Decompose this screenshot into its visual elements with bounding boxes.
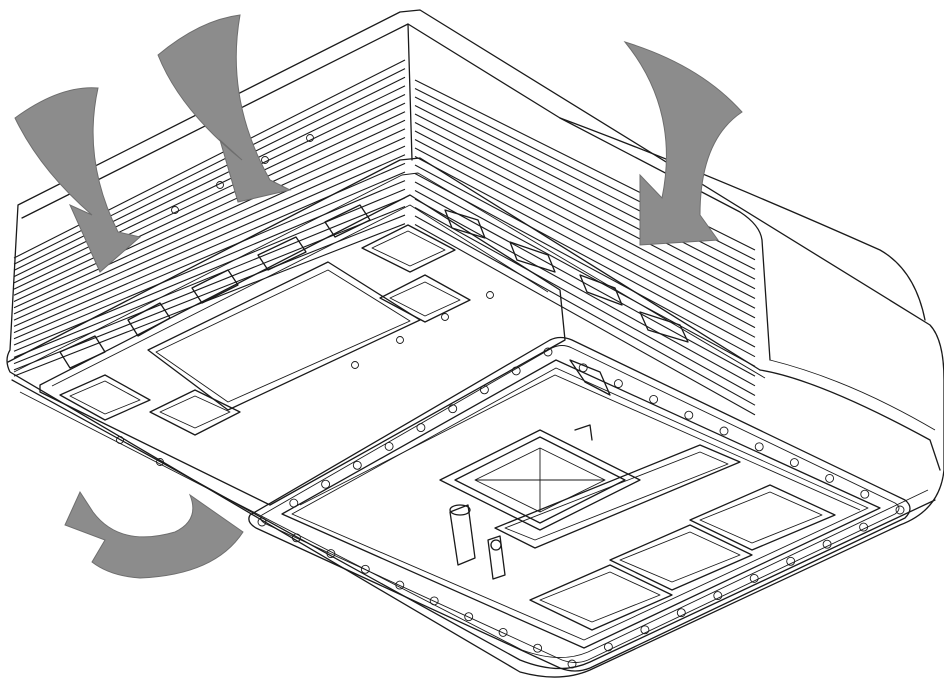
intake-arrow-right (623, 41, 743, 246)
bolt-hole (116, 436, 124, 444)
cooling-fin (414, 139, 756, 319)
cooling-fin (414, 122, 756, 299)
bolt-hole (719, 426, 729, 436)
bolt-hole (895, 505, 905, 515)
cooling-fin (414, 224, 756, 416)
channel-rails (494, 444, 836, 631)
bolt-hole (326, 549, 336, 559)
cooling-fin (13, 180, 406, 346)
cooling-fin (13, 162, 406, 334)
bolt-hole (257, 517, 267, 527)
bolt-hole (479, 385, 489, 395)
bolt-hole (567, 659, 577, 669)
bracket-slots (59, 204, 689, 369)
center-opening (439, 424, 641, 531)
bolt-hole (640, 625, 650, 635)
bolt-hole (441, 313, 449, 321)
bolt-hole (352, 460, 362, 470)
bolt-hole (291, 533, 301, 543)
cooling-fin (13, 171, 406, 340)
bolt-hole (396, 336, 404, 344)
bolt-hole (754, 442, 764, 452)
bolt-hole (448, 404, 458, 414)
bolt-hole (789, 458, 799, 468)
cooling-fin (414, 113, 756, 290)
bolt-hole (289, 498, 299, 508)
bolt-hole (713, 591, 723, 601)
bolt-hole (749, 573, 759, 583)
bolt-holes (116, 134, 905, 669)
bolt-hole (351, 361, 359, 369)
cooling-fin (13, 137, 406, 315)
bolt-hole (511, 366, 521, 376)
cooling-fin (414, 173, 756, 358)
cooling-fin (414, 130, 756, 309)
cooling-fin (414, 156, 756, 338)
cooling-fin (414, 181, 756, 367)
cooling-fin (13, 102, 406, 290)
cooling-fin (414, 105, 756, 280)
mounting-pads (59, 224, 471, 436)
cooling-fin (414, 198, 756, 387)
exhaust-arrow (64, 490, 244, 579)
bolt-hole (533, 643, 543, 653)
bolt-hole (676, 608, 686, 618)
bolt-hole (543, 347, 553, 357)
bolt-hole (603, 642, 613, 652)
intake-arrow-center (157, 14, 292, 203)
bolt-hole (486, 291, 494, 299)
cooling-fin (414, 164, 756, 348)
intake-arrow-left (14, 87, 142, 273)
bolt-hole (825, 473, 835, 483)
bolt-hole (384, 441, 394, 451)
cooling-fin (13, 154, 406, 327)
cooling-fin (13, 93, 406, 284)
bolt-hole (464, 612, 474, 622)
cooling-fin (13, 205, 406, 365)
bolt-hole (649, 394, 659, 404)
bolt-hole (822, 539, 832, 549)
bolt-hole (171, 206, 179, 214)
cooling-fin (13, 85, 406, 278)
cooling-fin (414, 207, 756, 396)
bolt-hole (786, 556, 796, 566)
cooling-fin (13, 76, 406, 271)
bolt-hole (498, 627, 508, 637)
bolt-hole (859, 522, 869, 532)
cooling-fin (13, 68, 406, 265)
bolt-hole (578, 363, 588, 373)
cooling-fin (13, 145, 406, 321)
cooling-fin (13, 197, 406, 358)
cooling-fin (13, 111, 406, 296)
cooling-fins-right (414, 79, 756, 416)
bolt-hole (613, 379, 623, 389)
cooling-fin (13, 119, 406, 303)
bolt-hole (416, 423, 426, 433)
bolt-hole (321, 479, 331, 489)
cooling-fin (414, 147, 756, 329)
gasket-frame (248, 336, 911, 672)
bolt-hole (306, 134, 314, 142)
bolt-hole (395, 580, 405, 590)
bolt-hole (261, 156, 269, 164)
bolt-hole (216, 181, 224, 189)
bolt-hole (684, 410, 694, 420)
bolt-hole (360, 564, 370, 574)
cooling-fin (414, 215, 756, 406)
cooling-fin (13, 128, 406, 309)
connector-posts (449, 504, 506, 580)
bolt-hole (860, 489, 870, 499)
bolt-hole (429, 596, 439, 606)
cooling-fin (13, 188, 406, 352)
bolt-hole (156, 458, 164, 466)
cooling-fin (414, 190, 756, 377)
